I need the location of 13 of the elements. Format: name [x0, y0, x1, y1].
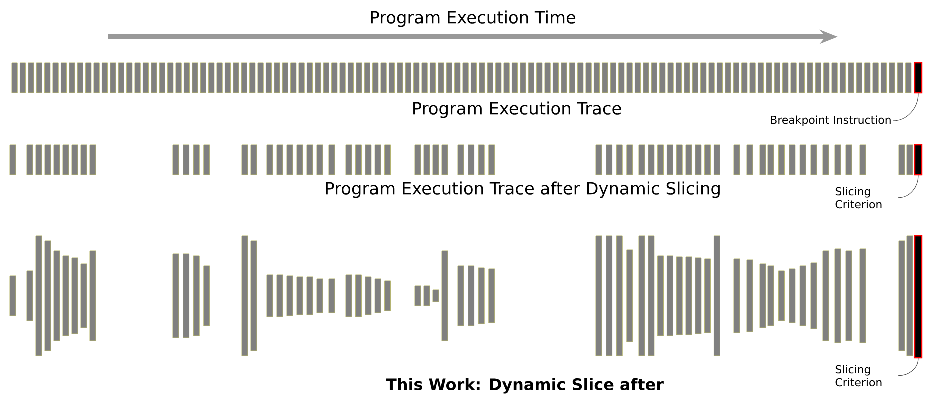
callout-label: Slicing Criterion	[836, 365, 882, 387]
leader-line	[892, 93, 919, 122]
heading-text: This Work: Dynamic Slice after	[386, 378, 664, 394]
callout-label: Breakpoint Instruction	[771, 116, 891, 126]
leader-line	[898, 358, 919, 376]
highlighted-bar	[914, 235, 923, 359]
heading-text: Program Execution Trace after Dynamic Slicing	[326, 182, 720, 198]
heading-text: Program Execution Time	[371, 10, 576, 28]
callout-label: Slicing Criterion	[836, 187, 882, 209]
leader-line	[898, 175, 919, 198]
highlighted-bar	[914, 144, 923, 176]
heading-text: Program Execution Trace	[414, 102, 622, 118]
highlighted-bar	[914, 62, 923, 94]
